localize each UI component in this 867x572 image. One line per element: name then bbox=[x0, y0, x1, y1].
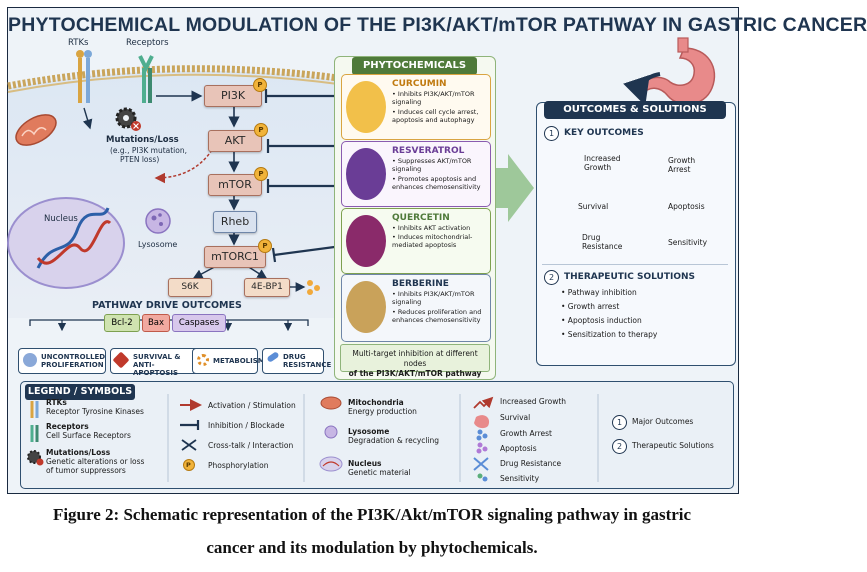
solution-item: • Sensitization to therapy bbox=[561, 330, 658, 339]
figure-frame: PHYTOCHEMICAL MODULATION OF THE PI3K/AKT… bbox=[7, 7, 867, 494]
outcome-sensitivity: Sensitivity bbox=[668, 238, 708, 247]
figure-caption-line-2: cancer and its modulation by phytochemic… bbox=[206, 538, 538, 557]
legend-crosstalk: Cross-talk / Interaction bbox=[208, 441, 294, 450]
solution-item: • Growth arrest bbox=[561, 302, 620, 311]
legend-phosphorylation: Phosphorylation bbox=[208, 461, 269, 470]
figure-title: PHYTOCHEMICAL MODULATION OF THE PI3K/AKT… bbox=[8, 14, 867, 36]
outcomes-header: OUTCOMES & SOLUTIONS bbox=[544, 101, 726, 119]
phosphorylation-badge: P bbox=[253, 78, 267, 92]
key-outcomes-number: 1 bbox=[544, 126, 559, 141]
card-quercetin: QUERCETIN • Inhibits AKT activation • In… bbox=[341, 208, 491, 274]
therapeutic-title: THERAPEUTIC SOLUTIONS bbox=[564, 272, 696, 282]
legend-drug-resistance: Drug Resistance bbox=[500, 459, 562, 468]
key-outcomes-title: KEY OUTCOMES bbox=[564, 128, 644, 138]
legend-number-1: 1 bbox=[612, 415, 627, 430]
receptor-shape bbox=[138, 55, 154, 103]
outcome-survival: Survival bbox=[578, 202, 609, 211]
onion-icon bbox=[346, 215, 386, 267]
mutations-title: Mutations/Loss bbox=[106, 135, 179, 145]
card-curcumin: CURCUMIN • Inhibits PI3K/AKT/mTOR signal… bbox=[341, 74, 491, 140]
caspases-tag: Caspases bbox=[172, 314, 226, 332]
legend-therapeutic-solutions: Therapeutic Solutions bbox=[632, 441, 714, 450]
drive-box-metabolism: METABOLISM bbox=[192, 348, 265, 374]
phosphorylation-badge: P bbox=[258, 239, 272, 253]
legend-apoptosis: Apoptosis bbox=[500, 444, 537, 453]
outcome-apoptosis: Apoptosis bbox=[668, 202, 705, 211]
multi-target-note: Multi-target inhibition at different nod… bbox=[340, 344, 490, 378]
rtk-receptor-shape bbox=[76, 50, 92, 103]
mutations-detail-1: (e.g., PI3K mutation, bbox=[110, 146, 187, 155]
node-4ebp1: 4E-BP1 bbox=[244, 278, 290, 297]
cells-icon bbox=[23, 353, 37, 367]
gear-shape bbox=[115, 107, 141, 131]
card-resveratrol: RESVERATROL • Suppresses AKT/mTOR signal… bbox=[341, 141, 491, 207]
node-s6k: S6K bbox=[168, 278, 212, 297]
legend-survival: Survival bbox=[500, 413, 531, 422]
figure-caption-line-1: Figure 2: Schematic representation of th… bbox=[52, 505, 692, 524]
drive-box-proliferation: UNCONTROLLED PROLIFERATION bbox=[18, 348, 106, 374]
phosphorylation-badge: P bbox=[254, 123, 268, 137]
node-pi3k: PI3K bbox=[204, 85, 262, 107]
mutations-detail-2: PTEN loss) bbox=[120, 155, 160, 164]
drive-box-survival: SURVIVAL & ANTI-APOPTOSIS bbox=[110, 348, 200, 377]
node-rheb: Rheb bbox=[213, 211, 257, 233]
metabolism-icon bbox=[197, 354, 209, 366]
receptors-label: Receptors bbox=[126, 38, 169, 48]
cell-membrane bbox=[7, 65, 339, 90]
grapes-icon bbox=[346, 148, 386, 200]
root-icon bbox=[346, 281, 386, 333]
lysosome-shape bbox=[145, 208, 171, 234]
phytochemicals-header: PHYTOCHEMICALS bbox=[352, 57, 477, 75]
inhibition-lines bbox=[264, 89, 343, 263]
drive-box-drug-resistance: DRUG RESISTANCE bbox=[262, 348, 331, 374]
legend-major-outcomes: Major Outcomes bbox=[632, 417, 694, 426]
phosphorylation-badge: P bbox=[254, 167, 268, 181]
legend-activation: Activation / Stimulation bbox=[208, 401, 296, 410]
bax-tag: Bax bbox=[142, 314, 170, 332]
outcomes-divider bbox=[542, 264, 728, 265]
solution-item: • Apoptosis induction bbox=[561, 316, 642, 325]
legend-number-2: 2 bbox=[612, 439, 627, 454]
bcl2-tag: Bcl-2 bbox=[104, 314, 140, 332]
legend-box bbox=[20, 381, 734, 489]
legend-header: LEGEND / SYMBOLS bbox=[25, 384, 135, 400]
node-mtor: mTOR bbox=[208, 174, 262, 196]
legend-growth-arrest: Growth Arrest bbox=[500, 429, 552, 438]
big-arrow bbox=[494, 154, 534, 222]
turmeric-icon bbox=[346, 81, 386, 133]
legend-icons bbox=[27, 394, 599, 482]
legend-inhibition: Inhibition / Blockade bbox=[208, 421, 285, 430]
legend-sensitivity: Sensitivity bbox=[500, 474, 540, 483]
drive-outcomes-title: PATHWAY DRIVE OUTCOMES bbox=[92, 300, 242, 311]
node-mtorc1: mTORC1 bbox=[204, 246, 266, 268]
therapeutic-number: 2 bbox=[544, 270, 559, 285]
lysosome-label: Lysosome bbox=[138, 240, 178, 249]
legend-increased-growth: Increased Growth bbox=[500, 397, 567, 406]
legend-p-badge: P bbox=[186, 461, 191, 469]
nucleus-shape bbox=[7, 197, 125, 289]
rtks-label: RTKs bbox=[68, 38, 89, 48]
nucleus-label: Nucleus bbox=[44, 214, 78, 224]
solution-item: • Pathway inhibition bbox=[561, 288, 637, 297]
node-akt: AKT bbox=[208, 130, 262, 152]
card-berberine: BERBERINE • Inhibits PI3K/AKT/mTOR signa… bbox=[341, 274, 491, 342]
